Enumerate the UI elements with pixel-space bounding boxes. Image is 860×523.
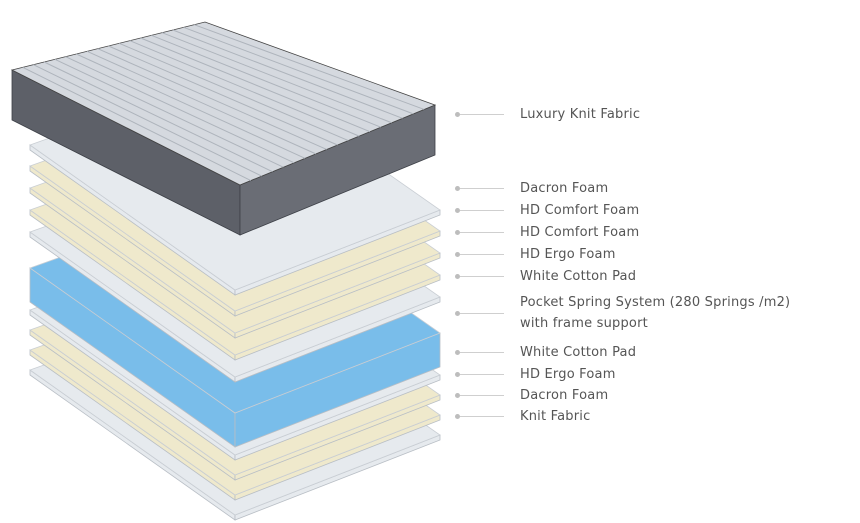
pointer-dot — [455, 413, 460, 419]
pointer-dot — [455, 349, 460, 355]
quilt-stitch — [97, 48, 327, 150]
layer-label: HD Ergo Foam — [455, 244, 616, 264]
quilt-stitch — [33, 64, 262, 177]
pointer-dot — [455, 111, 460, 117]
pointer-line — [460, 373, 504, 375]
layer-label: White Cotton Pad — [455, 266, 636, 286]
quilt-stitch — [76, 53, 306, 159]
spring-label-line1: Pocket Spring System (280 Springs /m2) — [520, 295, 791, 310]
spring-label: Pocket Spring System (280 Springs /m2) wi… — [520, 292, 790, 334]
spring-label-line2: with frame support — [520, 316, 648, 331]
pointer-dot — [455, 185, 460, 191]
layer-label: Knit Fabric — [455, 406, 590, 426]
quilt-stitch — [172, 29, 403, 119]
pointer-line — [460, 113, 504, 115]
quilt-stitch — [108, 45, 338, 146]
quilt-stitch — [161, 32, 392, 124]
quilt-stitch — [22, 66, 252, 182]
layer-label: White Cotton Pad — [455, 342, 636, 362]
layer-label: Pocket Spring System (280 Springs /m2) wi… — [455, 292, 790, 334]
quilt-stitch — [129, 40, 360, 137]
quilt-stitch — [151, 34, 382, 128]
pointer-line — [460, 351, 504, 353]
quilt-stitch — [140, 37, 371, 133]
layer-label: Dacron Foam — [455, 178, 608, 198]
quilt-stitch — [54, 58, 284, 168]
quilt-stitch — [65, 56, 295, 164]
pointer-line — [460, 231, 504, 233]
pointer-line — [460, 415, 504, 417]
quilt-stitch — [86, 50, 317, 155]
quilt-stitch — [183, 26, 414, 115]
layer-label: Luxury Knit Fabric — [455, 104, 640, 124]
pointer-line — [460, 187, 504, 189]
layer-label: HD Ergo Foam — [455, 364, 616, 384]
pointer-dot — [455, 207, 460, 213]
pointer-dot — [455, 273, 460, 279]
pointer-dot — [455, 229, 460, 235]
pointer-dot — [455, 392, 460, 398]
pointer-dot — [455, 251, 460, 257]
pointer-line — [460, 394, 504, 396]
layer-label: Dacron Foam — [455, 385, 608, 405]
quilt-stitch — [43, 61, 273, 173]
layer-label: HD Comfort Foam — [455, 222, 639, 242]
pointer-line — [460, 253, 504, 255]
quilt-stitch — [194, 24, 425, 110]
quilt-stitch — [119, 42, 349, 142]
pointer-dot — [455, 310, 460, 316]
pointer-line — [460, 275, 504, 277]
pointer-line — [460, 209, 504, 211]
pointer-line — [460, 312, 504, 314]
pointer-dot — [455, 371, 460, 377]
layer-label: HD Comfort Foam — [455, 200, 639, 220]
